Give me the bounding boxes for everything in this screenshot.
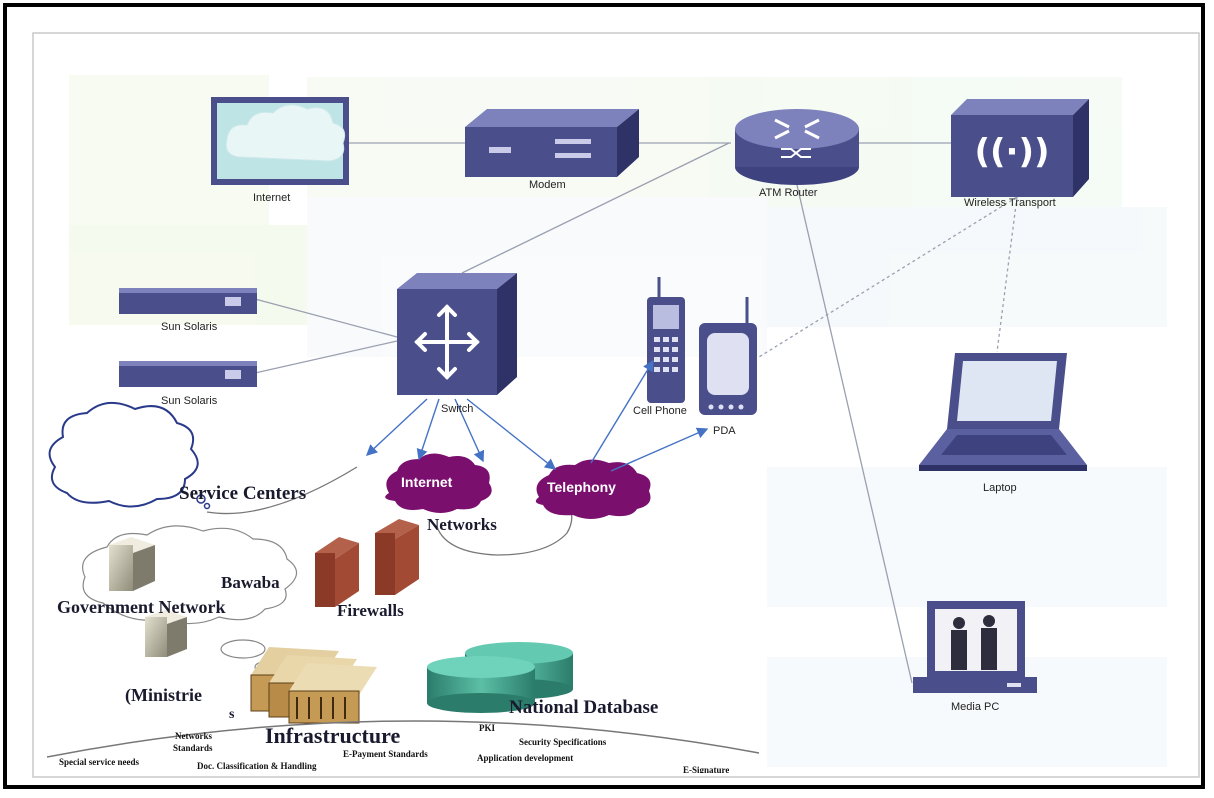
ministries-buildings — [250, 647, 377, 724]
laptop-label: Laptop — [983, 482, 1017, 494]
ministries-label-b: s — [229, 707, 235, 722]
network-standards-label-b: Standards — [173, 743, 213, 753]
network-standards-label-a: Networks — [175, 731, 212, 741]
pki-label: PKI — [479, 723, 496, 733]
telephony-cloud — [535, 459, 651, 519]
service-centers-label: Service Centers — [179, 483, 307, 504]
internet-label: Internet — [253, 192, 291, 204]
cloud-bubble-2 — [203, 502, 211, 510]
internet-cloud — [385, 453, 492, 513]
internet-cloud-label: Internet — [401, 474, 453, 490]
epayment-standards-label: E-Payment Standards — [343, 749, 428, 759]
network-diagram: ((·)) — [32, 32, 1200, 778]
switch-label: Switch — [441, 403, 474, 415]
firewall-1 — [315, 537, 359, 607]
firewall-2 — [375, 519, 419, 595]
bubble-1 — [220, 639, 266, 659]
atm-router-device — [735, 109, 859, 185]
sun-solaris-server-1 — [119, 288, 257, 314]
pda-device — [699, 297, 757, 415]
infrastructure-label: Infrastructure — [265, 723, 401, 748]
infrastructure-arc — [46, 720, 760, 758]
firewalls-label: Firewalls — [337, 601, 404, 620]
ministries-label-a: (Ministrie — [125, 685, 202, 705]
sun-solaris-2-label: Sun Solaris — [161, 395, 218, 407]
networks-label: Networks — [427, 515, 497, 534]
sun-solaris-server-2 — [119, 361, 257, 387]
laptop-device — [919, 353, 1087, 471]
cloud-bubble-1 — [196, 494, 206, 504]
internet-device — [211, 97, 349, 185]
e-signature-label: E-Signature — [683, 765, 730, 773]
cell-phone-label: Cell Phone — [633, 405, 687, 417]
service-link-outline — [206, 466, 358, 515]
connection-lines — [254, 142, 1018, 684]
modem-label: Modem — [529, 179, 566, 191]
pda-label: PDA — [713, 425, 736, 437]
cell-phone-device — [647, 277, 685, 403]
media-pc-label: Media PC — [951, 701, 1000, 713]
sun-solaris-1-label: Sun Solaris — [161, 321, 218, 333]
national-database — [427, 642, 573, 713]
government-server-1 — [109, 537, 155, 591]
atm-router-label: ATM Router — [759, 187, 818, 199]
arrow-links — [365, 359, 709, 472]
national-database-label: National Database — [509, 697, 659, 718]
diagram-frame: ((·)) — [3, 3, 1205, 789]
government-server-2 — [145, 610, 187, 657]
media-pc-device — [913, 601, 1037, 693]
government-network-label: Government Network — [57, 597, 226, 617]
security-specifications-label: Security Specifications — [519, 737, 607, 747]
switch-device — [397, 273, 517, 395]
modem-device — [465, 109, 639, 177]
bawaba-label: Bawaba — [221, 573, 280, 592]
svg-text:((·)): ((·)) — [974, 132, 1049, 172]
telephony-cloud-label: Telephony — [547, 479, 616, 495]
wireless-transport-device: ((·)) — [951, 99, 1089, 197]
wireless-transport-label: Wireless Transport — [964, 197, 1056, 209]
special-service-needs-label: Special service needs — [59, 757, 139, 767]
doc-classification-label: Doc. Classification & Handling — [197, 761, 317, 771]
application-development-label: Application development — [477, 753, 574, 763]
service-centers-cloud — [48, 402, 199, 508]
